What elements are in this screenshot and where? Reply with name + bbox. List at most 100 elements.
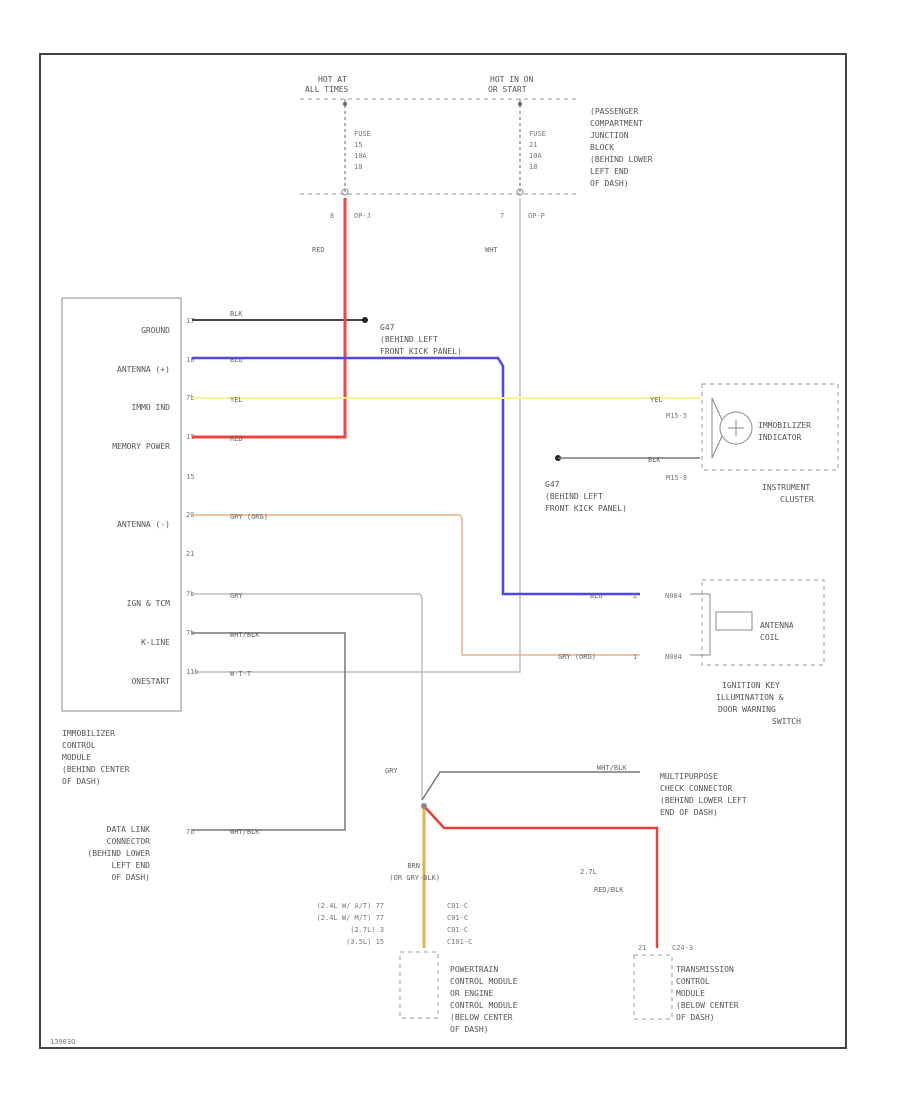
wire-k-line: WHT/BLK WHT/BLK 7b (186, 631, 346, 836)
svg-text:CHECK CONNECTOR: CHECK CONNECTOR (660, 784, 732, 793)
svg-text:RED: RED (230, 435, 243, 443)
svg-text:C01-C: C01-C (447, 902, 468, 910)
data-link-connector-label: DATA LINK CONNECTOR (BEHIND LOWER LEFT E… (87, 825, 150, 882)
svg-text:21: 21 (638, 944, 646, 952)
module-label-antenna-plus: ANTENNA (+) (117, 365, 170, 374)
powertrain-control-module: (2.4L W/ A/T) 77 C01-C (2.4L W/ M/T) 77 … (317, 902, 518, 1034)
fuse-right-wire-label: WHT (485, 246, 498, 254)
svg-text:7b: 7b (186, 629, 194, 637)
module-label-immo-ind: IMMO IND (131, 403, 170, 412)
svg-text:CONTROL MODULE: CONTROL MODULE (450, 1001, 518, 1010)
svg-text:BLOCK: BLOCK (590, 143, 614, 152)
svg-text:END OF DASH): END OF DASH) (660, 808, 718, 817)
svg-text:(2.4L W/ A/T) 77: (2.4L W/ A/T) 77 (317, 902, 384, 910)
svg-text:JUNCTION: JUNCTION (590, 131, 629, 140)
immobilizer-module-caption: IMMOBILIZER CONTROL MODULE (BEHIND CENTE… (62, 729, 130, 786)
svg-text:IMMOBILIZER: IMMOBILIZER (62, 729, 115, 738)
junction-block-caption: (PASSENGER COMPARTMENT JUNCTION BLOCK (B… (590, 107, 653, 188)
svg-text:20: 20 (186, 511, 194, 519)
svg-text:(BEHIND LEFT: (BEHIND LEFT (380, 335, 438, 344)
svg-text:YEL: YEL (650, 396, 663, 404)
svg-text:OF DASH): OF DASH) (590, 179, 629, 188)
tcm-wire-labels: 2.7L RED/BLK (580, 868, 624, 894)
fuse-left-wire-label: RED (312, 246, 325, 254)
svg-text:OR ENGINE: OR ENGINE (450, 989, 494, 998)
svg-text:COIL: COIL (760, 633, 779, 642)
svg-text:1: 1 (633, 653, 637, 661)
fuse-right-number: 21 (529, 141, 537, 149)
svg-text:CONNECTOR: CONNECTOR (107, 837, 151, 846)
wire-onestart: W-T-T (192, 198, 521, 678)
svg-text:7b: 7b (186, 394, 194, 402)
fuse-left-fuse-label: FUSE (354, 130, 371, 138)
svg-text:LEFT END: LEFT END (590, 167, 629, 176)
module-label-k-line: K-LINE (141, 638, 170, 647)
wire-antenna-minus: GRY (ORG) GRY (ORG) (192, 513, 640, 661)
svg-text:ANTENNA: ANTENNA (760, 621, 794, 630)
svg-text:(BEHIND LOWER LEFT: (BEHIND LOWER LEFT (660, 796, 747, 805)
svg-text:BRN: BRN (407, 862, 420, 870)
coil-icon (715, 611, 753, 631)
module-label-ground: GROUND (141, 326, 170, 335)
fuse-left-conn: OP-J (354, 212, 371, 220)
svg-text:INSTRUMENT: INSTRUMENT (762, 483, 810, 492)
svg-text:CONTROL: CONTROL (676, 977, 710, 986)
ground2-label: G47 (545, 480, 560, 489)
wire-antenna-plus: BLU BLU (192, 356, 640, 600)
svg-text:FRONT KICK PANEL): FRONT KICK PANEL) (545, 504, 627, 513)
svg-text:2.7L: 2.7L (580, 868, 597, 876)
fuse-right-conn: OP-P (528, 212, 545, 220)
fuse-right-hot2-label: OR START (488, 85, 527, 94)
svg-text:SWITCH: SWITCH (772, 717, 801, 726)
ground1-label: G47 (380, 323, 395, 332)
svg-text:C101-C: C101-C (447, 938, 472, 946)
svg-text:C24-3: C24-3 (672, 944, 693, 952)
diagram-frame (39, 53, 847, 1049)
svg-text:W-T-T: W-T-T (230, 670, 252, 678)
svg-text:BLU: BLU (230, 356, 243, 364)
splice: GRY WHT/BLK BRN (OR GRY-BLK) (385, 764, 659, 948)
svg-text:(2.4L W/ M/T) 77: (2.4L W/ M/T) 77 (317, 914, 384, 922)
svg-text:17: 17 (186, 317, 194, 325)
immobilizer-control-module-box (61, 297, 182, 712)
svg-text:FRONT KICK PANEL): FRONT KICK PANEL) (380, 347, 462, 356)
svg-text:DATA LINK: DATA LINK (107, 825, 151, 834)
svg-text:(PASSENGER: (PASSENGER (590, 107, 638, 116)
antenna-coil: 2 N004 1 N004 ANTENNA COIL IGNITION KEY … (633, 579, 825, 726)
indicator-lamp-icon (719, 411, 753, 445)
module-label-memory-power: MEMORY POWER (112, 442, 170, 451)
svg-text:(BELOW CENTER: (BELOW CENTER (450, 1013, 513, 1022)
svg-text:7b: 7b (186, 828, 194, 836)
wire-ground: BLK G47 (BEHIND LEFT FRONT KICK PANEL) (192, 310, 462, 356)
fuse-right-pin: 7 (500, 212, 504, 220)
svg-text:OF DASH): OF DASH) (111, 873, 150, 882)
svg-text:GRY (ORG): GRY (ORG) (558, 653, 596, 661)
fuse-right-fuse-label: FUSE (529, 130, 546, 138)
fuse-21: HOT IN ON OR START FUSE 21 10A 18 7 OP-P… (485, 75, 546, 254)
fuse-left-ref: 18 (354, 163, 362, 171)
svg-text:21: 21 (186, 550, 194, 558)
svg-text:OF DASH): OF DASH) (676, 1013, 715, 1022)
svg-text:OF DASH): OF DASH) (450, 1025, 489, 1034)
svg-text:INDICATOR: INDICATOR (758, 433, 802, 442)
svg-text:(OR GRY-BLK): (OR GRY-BLK) (389, 874, 440, 882)
svg-text:YEL: YEL (230, 396, 243, 404)
fuse-15: HOT AT ALL TIMES FUSE 15 10A 18 8 OP-J R… (305, 75, 371, 254)
svg-text:(3.5L) 15: (3.5L) 15 (346, 938, 384, 946)
svg-text:MULTIPURPOSE: MULTIPURPOSE (660, 772, 718, 781)
fuse-left-amp: 10A (354, 152, 367, 160)
svg-text:M15-8: M15-8 (666, 474, 687, 482)
svg-text:GRY: GRY (230, 592, 243, 600)
wire-ground2: BLK M15-8 G47 (BEHIND LEFT FRONT KICK PA… (545, 455, 700, 513)
svg-text:(BEHIND LEFT: (BEHIND LEFT (545, 492, 603, 501)
wire-ign-tcm: GRY (192, 592, 423, 800)
svg-text:GRY: GRY (385, 767, 398, 775)
svg-text:(BEHIND LOWER: (BEHIND LOWER (590, 155, 653, 164)
module-label-antenna-minus: ANTENNA (-) (117, 520, 170, 529)
svg-text:7b: 7b (186, 590, 194, 598)
module-pins: GROUND 17 ANTENNA (+) 18 IMMO IND 7b MEM… (112, 317, 198, 686)
wire-immo-ind: YEL YEL M15-5 (192, 396, 700, 420)
fuse-left-hot2-label: ALL TIMES (305, 85, 349, 94)
svg-text:IMMOBILIZER: IMMOBILIZER (758, 421, 811, 430)
